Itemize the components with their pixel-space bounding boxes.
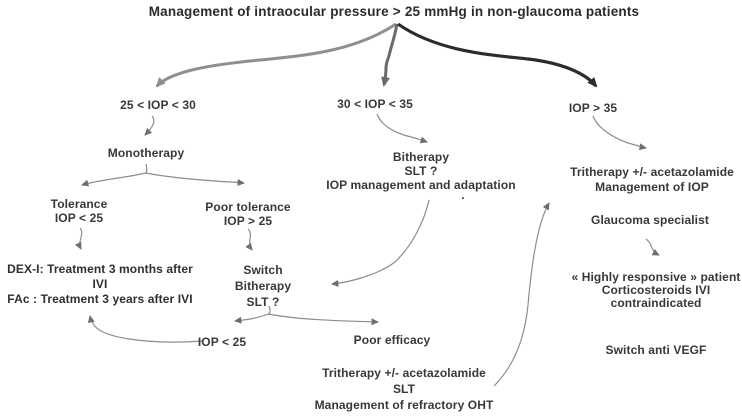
arrow-monotherapy-to-poor-tolerance [145,172,245,187]
arrow-bitherapy-to-switch [331,199,430,287]
node-poor-tolerance-line2: IOP > 25 [223,214,273,228]
node-iop-25-30: 25 < IOP < 30 [120,98,196,112]
node-refractory-line3: Management of refractory OHT [314,398,494,412]
node-highly-responsive-line3: contraindicated [610,296,702,310]
arrow-specialist-to-highly-responsive [645,238,660,256]
arrow-monotherapy-to-tolerance [81,172,147,187]
node-refractory-line1: Tritherapy +/- acetazolamide [322,366,486,380]
node-poor-tolerance: Poor tolerance IOP > 25 [205,200,290,228]
node-poor-efficacy: Poor efficacy [353,333,431,347]
node-monotherapy: Monotherapy [107,146,185,160]
node-tolerance: Tolerance IOP < 25 [51,197,108,225]
arrow-tolerance-to-dex [74,227,83,250]
node-switch-bitherapy: Switch Bitherapy SLT ? [235,262,291,310]
node-iop-gt-35: IOP > 35 [568,101,618,115]
node-glaucoma-specialist: Glaucoma specialist [591,213,709,227]
arrow-title-to-high [397,22,598,88]
arrow-mid-to-bitherapy [376,113,428,144]
node-tolerance-line1: Tolerance [50,197,108,211]
arrow-title-to-low [155,22,397,88]
node-highly-responsive-line2: Corticosteroids IVI [601,283,711,297]
node-refractory-line2: SLT [392,382,416,396]
node-dex-fac: DEX-I: Treatment 3 months after IVI FAc … [7,262,193,307]
node-bitherapy-line1: Bitherapy [392,150,450,164]
node-switch-line1: Switch [243,263,283,277]
node-tritherapy-iop-line1: Tritherapy +/- acetazolamide [570,165,734,179]
arrow-title-to-mid [381,23,399,87]
page-title: Management of intraocular pressure > 25 … [148,4,640,19]
arrow-low-to-monotherapy [144,115,155,136]
node-tritherapy-refractory: Tritherapy +/- acetazolamide SLT Managem… [315,365,494,413]
node-tritherapy-iop-line2: Management of IOP [595,180,709,194]
arrow-high-to-tritherapy [592,115,647,151]
node-highly-responsive: « Highly responsive » patient Corticoste… [572,271,741,310]
node-poor-tolerance-line1: Poor tolerance [205,200,291,214]
node-dex-line2: IVI [92,277,108,291]
arrow-refractory-to-tritherapy-iop [493,202,550,387]
stray-period-mark: . [461,188,465,202]
arrow-iop-lt-25-to-dex [87,315,203,343]
arrow-switch-to-poor-efficacy [267,313,379,326]
arrow-poor-tolerance-to-switch [245,228,253,251]
node-bitherapy-line3: IOP management and adaptation [326,178,516,192]
node-tolerance-line2: IOP < 25 [54,211,104,225]
arrow-switch-to-iop-lt-25 [234,313,269,324]
arrow-monotherapy-fork-stem [145,163,148,174]
node-switch-anti-vegf: Switch anti VEGF [605,343,707,357]
node-iop-30-35: 30 < IOP < 35 [337,97,413,111]
node-bitherapy: Bitherapy SLT ? IOP management and adapt… [326,150,515,192]
node-switch-line2: Bitherapy [234,279,292,293]
node-dex-line3: FAc : Treatment 3 years after IVI [7,292,193,306]
node-highly-responsive-line1: « Highly responsive » patient [571,270,741,284]
node-tritherapy-iop: Tritherapy +/- acetazolamide Management … [570,165,734,195]
node-bitherapy-line2: SLT ? [404,164,438,178]
node-dex-line1: DEX-I: Treatment 3 months after [7,262,193,276]
node-switch-line3: SLT ? [246,295,280,309]
node-iop-lt-25: IOP < 25 [197,335,247,349]
